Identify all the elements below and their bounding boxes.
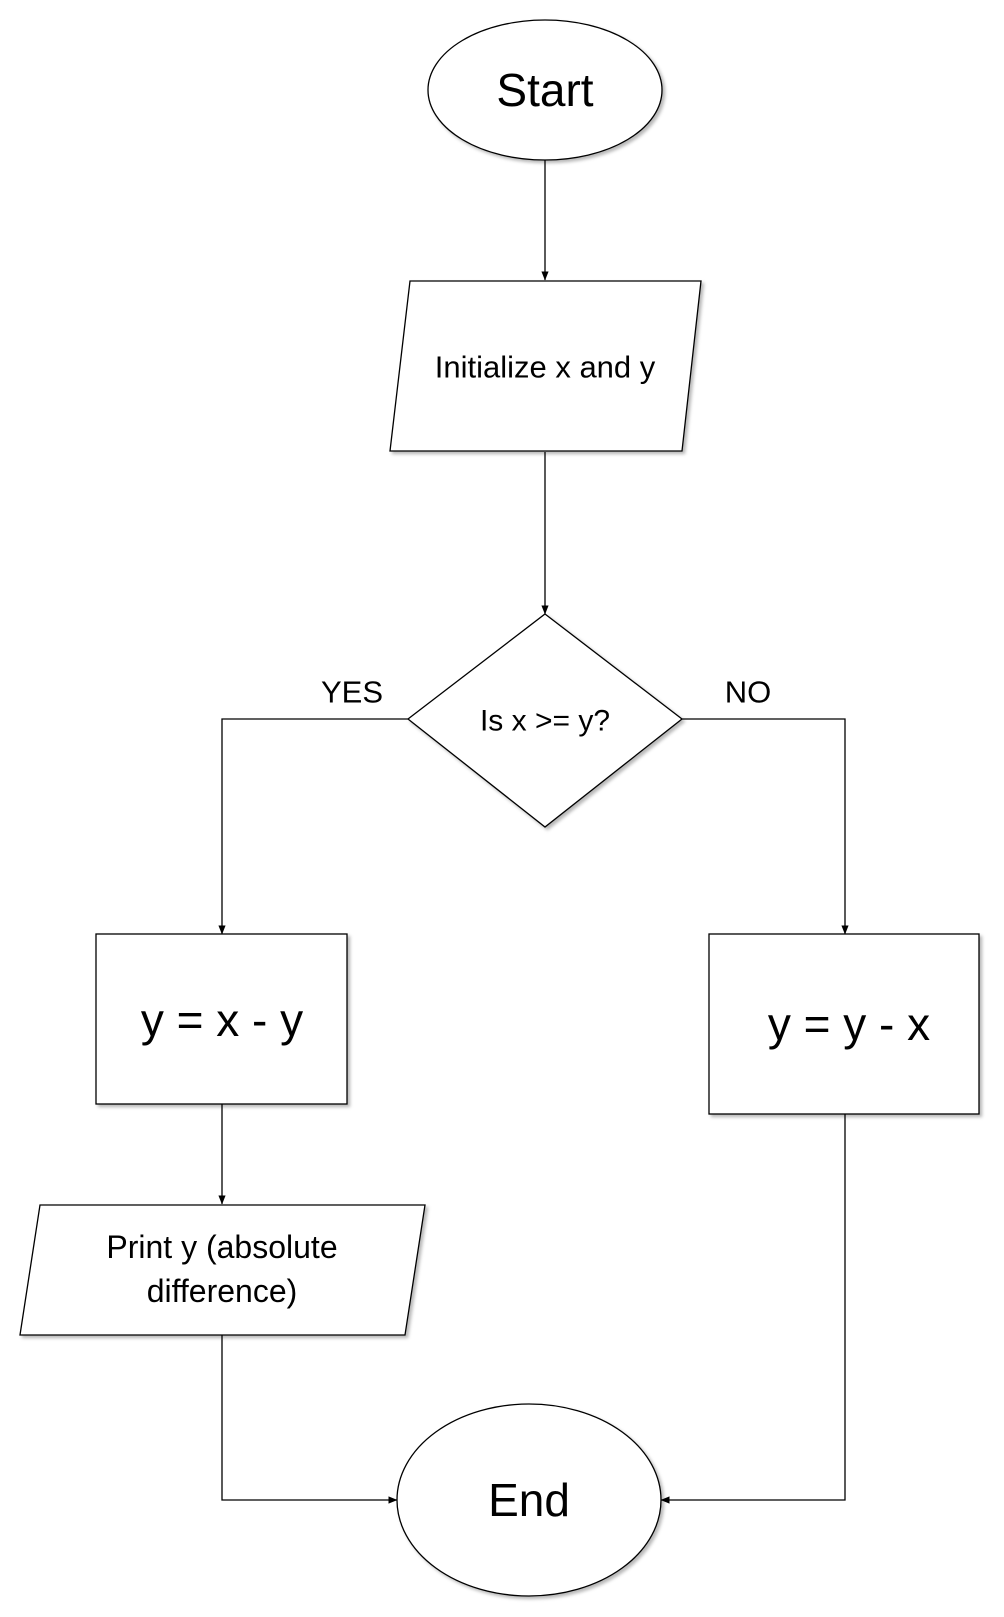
end-label: End: [488, 1474, 570, 1526]
yes-branch-label: YES: [321, 675, 383, 710]
no-branch-label: NO: [725, 675, 772, 710]
start-node: [427, 19, 663, 161]
print-node: [19, 1204, 426, 1336]
start-label: Start: [496, 64, 593, 116]
print-label-line2: difference): [147, 1273, 298, 1309]
decision-label: Is x >= y?: [480, 705, 610, 738]
end-node: [396, 1403, 662, 1597]
print-label-line1: Print y (absolute: [106, 1229, 337, 1265]
init-label: Initialize x and y: [435, 350, 656, 385]
yes-process-label: y = x - y: [141, 994, 303, 1046]
edge-decision-yes: [218, 718, 408, 935]
no-process-node: [708, 933, 980, 1115]
decision-node: [406, 613, 684, 828]
yes-process-node: [95, 933, 348, 1105]
init-node: [389, 280, 702, 452]
no-process-label: y = y - x: [768, 998, 930, 1050]
edge-print-to-end: [221, 1335, 398, 1504]
edge-no-process-to-end: [660, 1114, 846, 1504]
edge-decision-no: [682, 718, 849, 935]
